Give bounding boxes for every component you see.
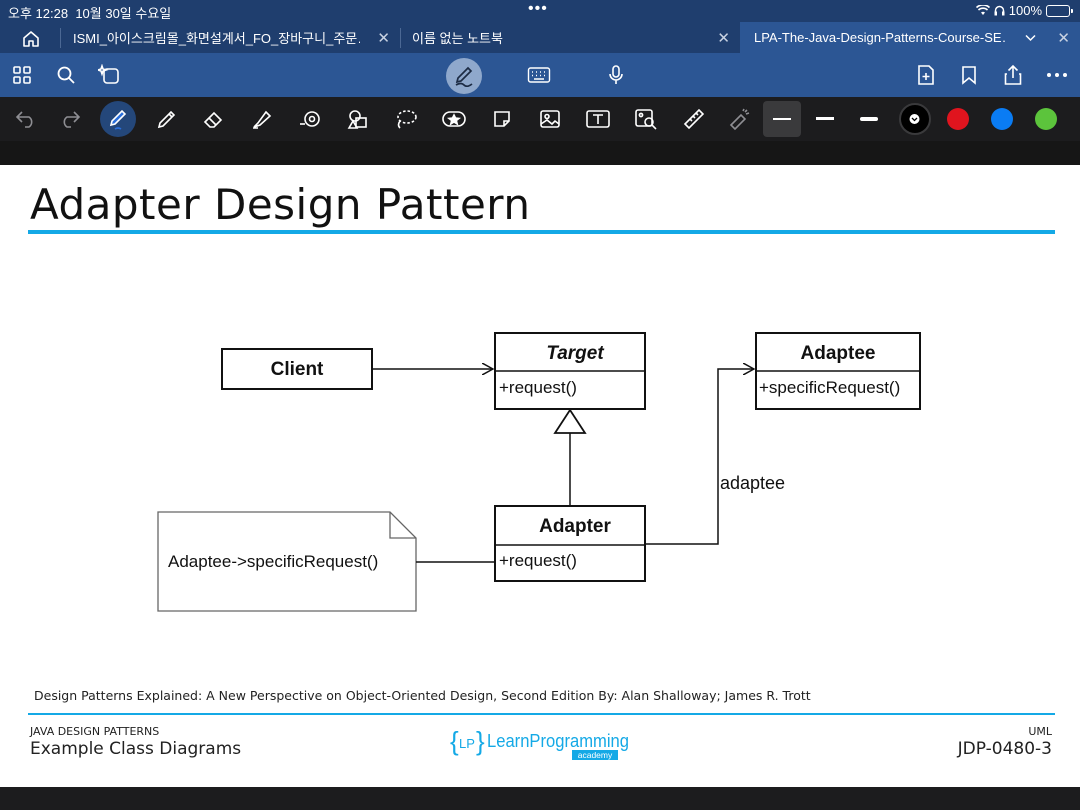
text-icon[interactable] — [583, 104, 613, 134]
slide-title: Adapter Design Pattern — [30, 180, 531, 229]
share-icon[interactable] — [999, 61, 1027, 89]
footer-course-name: JAVA DESIGN PATTERNS — [30, 725, 160, 738]
main-toolbar — [0, 53, 1080, 97]
adapter-class-name: Adapter — [539, 516, 611, 537]
lasso-sparkle-icon[interactable] — [96, 61, 124, 89]
footer-slide-code: JDP-0480-3 — [957, 739, 1052, 759]
color-swatch-black[interactable] — [899, 103, 931, 135]
multitasking-dots-icon[interactable]: ••• — [528, 0, 548, 17]
close-icon[interactable]: ✕ — [377, 30, 390, 47]
tab-bar: ISMI_아이스크림몰_화면설계서_FO_장바구니_주문… ✕ 이름 없는 노트… — [0, 22, 1080, 53]
svg-text:}: } — [476, 726, 485, 756]
highlighter-icon[interactable] — [247, 104, 277, 134]
client-class-name: Client — [271, 359, 324, 380]
logo-subtext: academy — [578, 750, 613, 760]
target-class-name: Target — [546, 343, 604, 364]
status-right: 100% — [975, 3, 1073, 18]
page-gap — [0, 141, 1080, 165]
target-class: Target +request() — [494, 332, 646, 410]
grid-icon[interactable] — [8, 61, 36, 89]
line-width-thick[interactable] — [860, 117, 878, 121]
headphones-icon — [994, 5, 1005, 16]
lasso-icon[interactable] — [391, 104, 421, 134]
pencil-icon[interactable] — [152, 104, 182, 134]
chevron-down-icon[interactable] — [1025, 30, 1036, 45]
adapter-class: Adapter +request() — [494, 505, 646, 582]
add-page-icon[interactable] — [912, 61, 940, 89]
wifi-icon — [975, 5, 990, 15]
battery-icon — [1046, 4, 1073, 17]
bookmark-icon[interactable] — [955, 61, 983, 89]
home-icon — [23, 30, 39, 47]
adapter-operation: +request() — [499, 551, 577, 570]
tools-bar — [0, 97, 1080, 141]
learnprogramming-academy-logo: { LP } LearnProgramming academy — [450, 726, 629, 760]
more-icon[interactable] — [1043, 61, 1071, 89]
line-width-thin[interactable] — [763, 101, 801, 137]
tab-lpa-course[interactable]: LPA-The-Java-Design-Patterns-Course-SE… … — [740, 22, 1080, 53]
close-icon[interactable]: ✕ — [717, 30, 730, 47]
keyboard-icon[interactable] — [525, 61, 553, 89]
client-class: Client — [221, 348, 373, 390]
footer-topic: Example Class Diagrams — [30, 739, 242, 759]
status-date: 10월 30일 수요일 — [75, 6, 172, 21]
status-time: 오후 12:28 — [8, 6, 69, 21]
adapter-adaptee-association — [645, 369, 754, 545]
camera-scan-icon[interactable] — [631, 104, 661, 134]
shape-icon[interactable] — [295, 104, 325, 134]
adaptee-operation: +specificRequest() — [759, 378, 900, 397]
uml-class-diagram: Client Target +request() Adaptee +specif… — [157, 332, 921, 612]
pen-tool[interactable] — [100, 101, 136, 137]
svg-text:{: { — [450, 726, 459, 756]
status-bar: 오후 12:28 10월 30일 수요일 ••• 100% — [0, 0, 1080, 22]
laser-pointer-icon[interactable] — [724, 104, 754, 134]
eraser-icon[interactable] — [199, 104, 229, 134]
ruler-icon[interactable] — [679, 104, 709, 134]
color-swatch-blue[interactable] — [991, 108, 1013, 130]
bottom-area — [0, 787, 1080, 810]
note-text: Adaptee->specificRequest() — [168, 552, 378, 571]
close-icon[interactable]: ✕ — [1057, 30, 1070, 47]
color-swatch-green[interactable] — [1035, 108, 1057, 130]
pen-icon — [109, 109, 127, 130]
redo-icon[interactable] — [55, 104, 85, 134]
tab-ismi[interactable]: ISMI_아이스크림몰_화면설계서_FO_장바구니_주문… ✕ — [60, 22, 400, 53]
line-width-medium[interactable] — [816, 117, 834, 120]
tab-label: 이름 없는 노트북 — [412, 31, 503, 46]
element-icon[interactable] — [343, 104, 373, 134]
footer-rule — [28, 713, 1055, 715]
pen-mode-icon — [455, 66, 473, 87]
adapter-target-generalization — [553, 408, 587, 505]
target-operation: +request() — [499, 378, 577, 397]
tab-separator — [60, 28, 61, 48]
search-icon[interactable] — [52, 61, 80, 89]
tab-untitled-notebook[interactable]: 이름 없는 노트북 ✕ — [400, 22, 740, 53]
chevron-down-icon — [909, 114, 920, 124]
sticker-icon[interactable] — [439, 104, 469, 134]
status-time-date: 오후 12:28 10월 30일 수요일 — [8, 3, 171, 22]
tab-label: ISMI_아이스크림몰_화면설계서_FO_장바구니_주문… — [73, 31, 360, 46]
logo-text: LearnProgramming — [487, 731, 629, 751]
source-citation: Design Patterns Explained: A New Perspec… — [34, 688, 811, 703]
svg-text:LP: LP — [459, 736, 475, 751]
home-button[interactable] — [14, 26, 48, 50]
adaptee-class-name: Adaptee — [801, 343, 876, 364]
tab-label: LPA-The-Java-Design-Patterns-Course-SE… — [754, 30, 1005, 45]
sticky-note-icon[interactable] — [487, 104, 517, 134]
pen-mode-button[interactable] — [446, 58, 482, 94]
association-label: adaptee — [720, 473, 785, 493]
adaptee-class: Adaptee +specificRequest() — [755, 332, 921, 410]
tab-separator — [400, 28, 401, 48]
title-underline — [28, 230, 1055, 234]
color-swatch-red[interactable] — [947, 108, 969, 130]
implementation-note: Adaptee->specificRequest() — [157, 511, 495, 612]
footer-category: UML — [1028, 725, 1052, 738]
battery-percent: 100% — [1008, 3, 1042, 18]
microphone-icon[interactable] — [602, 61, 630, 89]
undo-icon[interactable] — [11, 104, 41, 134]
document-page[interactable]: Adapter Design Pattern Client Target +re… — [0, 165, 1080, 787]
image-icon[interactable] — [535, 104, 565, 134]
